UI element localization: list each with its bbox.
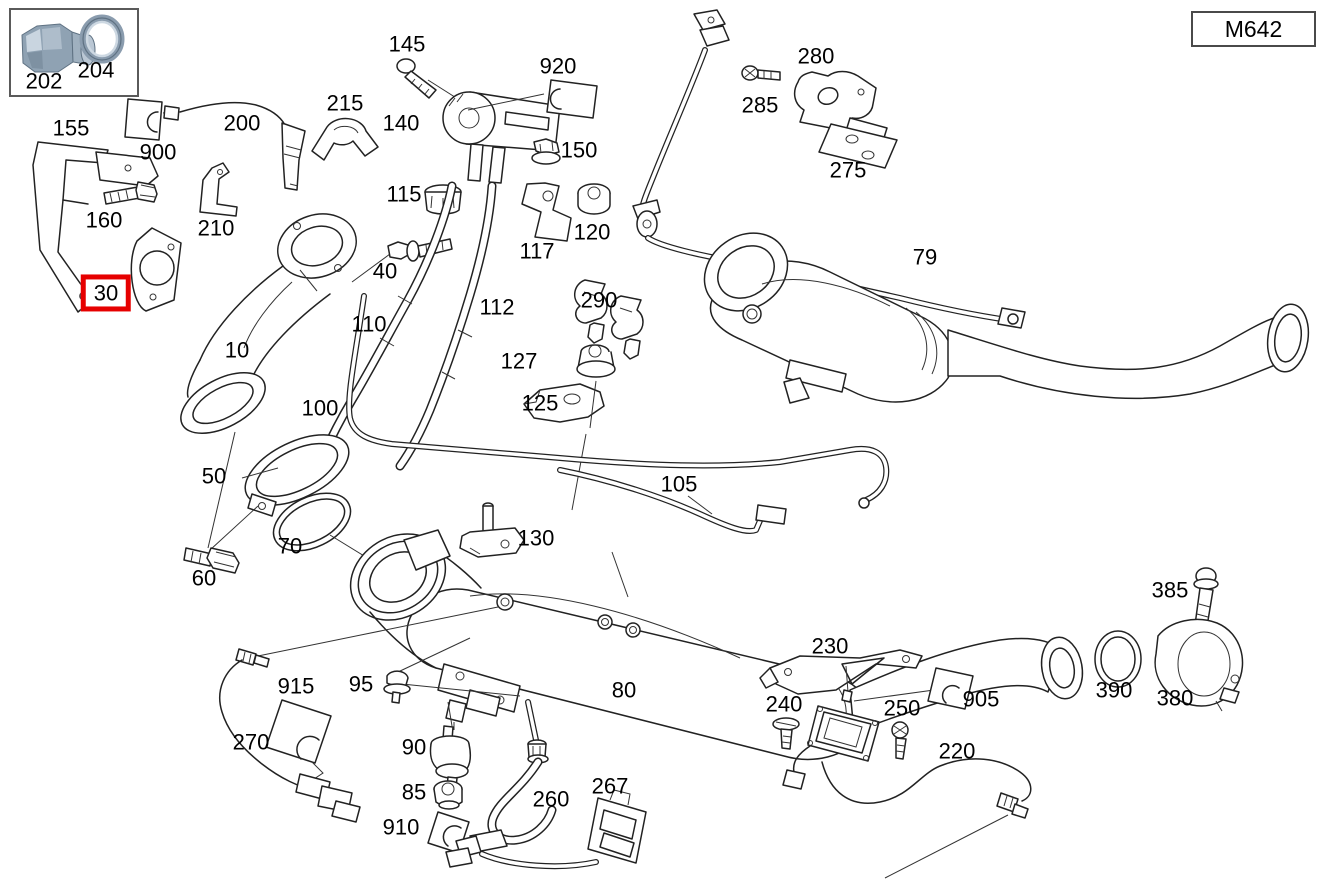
- part-label-900[interactable]: 900: [139, 139, 177, 165]
- clamp-290-drawing: [573, 279, 644, 360]
- hose-260-drawing: [445, 699, 599, 870]
- nox-sensor-220-drawing: [821, 758, 1032, 879]
- mount-95-drawing: [383, 637, 521, 704]
- part-label-280[interactable]: 280: [797, 43, 835, 69]
- clamp-50-drawing: [241, 434, 350, 517]
- part-label-90[interactable]: 90: [401, 734, 427, 760]
- nut-150-drawing: [531, 138, 561, 165]
- screw-250-drawing: [891, 721, 909, 760]
- part-label-100[interactable]: 100: [301, 395, 339, 421]
- part-label-105[interactable]: 105: [660, 471, 698, 497]
- part-label-70[interactable]: 70: [277, 533, 303, 559]
- part-label-95[interactable]: 95: [348, 671, 374, 697]
- nut-85-drawing: [433, 780, 463, 810]
- part-label-202[interactable]: 202: [25, 68, 63, 94]
- downpipe-10-drawing: [180, 213, 357, 435]
- part-label-10[interactable]: 10: [224, 337, 250, 363]
- pressure-sensor-140-drawing: [442, 91, 561, 184]
- bracket-210-drawing: [199, 162, 238, 217]
- bracket-117-drawing: [521, 182, 572, 242]
- part-label-80[interactable]: 80: [611, 677, 637, 703]
- part-label-920[interactable]: 920: [539, 53, 577, 79]
- connector-920-symbol: [467, 79, 598, 119]
- part-label-110[interactable]: 110: [351, 311, 387, 337]
- grommet-127-drawing: [576, 344, 616, 378]
- part-label-910[interactable]: 910: [382, 814, 420, 840]
- part-label-204[interactable]: 204: [77, 57, 115, 83]
- part-label-115[interactable]: 115: [386, 181, 422, 207]
- part-label-230[interactable]: 230: [811, 633, 849, 659]
- plate-275-drawing: [818, 123, 898, 169]
- pipe-79-hanger-drawing: [632, 9, 1026, 329]
- part-label-250[interactable]: 250: [883, 695, 921, 721]
- part-label-130[interactable]: 130: [517, 525, 555, 551]
- part-label-290[interactable]: 290: [580, 287, 618, 313]
- part-label-260[interactable]: 260: [532, 786, 570, 812]
- part-label-127[interactable]: 127: [500, 348, 538, 374]
- part-label-40[interactable]: 40: [372, 258, 398, 284]
- bracket-230-drawing: [759, 649, 923, 703]
- part-label-270[interactable]: 270: [232, 729, 270, 755]
- part-label-125[interactable]: 125: [521, 390, 559, 416]
- part-label-85[interactable]: 85: [401, 779, 427, 805]
- part-label-905[interactable]: 905: [962, 686, 1000, 712]
- bolt-60-drawing: [183, 431, 259, 574]
- sensor-connector-900-symbol: [124, 98, 177, 141]
- part-label-200[interactable]: 200: [223, 110, 261, 136]
- nut-120-drawing: [577, 183, 611, 215]
- connector-905-symbol: [853, 667, 974, 710]
- screw-240-drawing: [772, 717, 800, 750]
- nox-sensor-270-drawing: [218, 606, 499, 823]
- part-label-210[interactable]: 210: [197, 215, 235, 241]
- part-label-30[interactable]: 30: [80, 274, 132, 312]
- bolt-160-drawing: [103, 181, 158, 205]
- hose-110-drawing: [317, 181, 457, 463]
- part-label-60[interactable]: 60: [191, 565, 217, 591]
- hanger-rod-100-drawing: [346, 293, 890, 509]
- ring-390-drawing: [1094, 630, 1142, 688]
- part-label-267[interactable]: 267: [591, 773, 629, 799]
- part-label-112[interactable]: 112: [479, 294, 515, 320]
- seal-ring-204-icon: [79, 14, 125, 64]
- part-label-215[interactable]: 215: [326, 90, 364, 116]
- catalyst-80-drawing: [349, 529, 1084, 761]
- engine-code-box: M642: [1191, 11, 1316, 47]
- part-label-275[interactable]: 275: [829, 157, 867, 183]
- inset-box: [9, 8, 139, 97]
- part-label-390[interactable]: 390: [1095, 677, 1133, 703]
- bracket-125-drawing: [523, 383, 605, 423]
- part-label-915[interactable]: 915: [277, 673, 315, 699]
- oxygen-sensor-200-drawing: [163, 101, 306, 191]
- stud-plate-130-drawing: [459, 502, 525, 558]
- clamp-215-drawing: [311, 117, 379, 161]
- bracket-267-drawing: [587, 789, 647, 864]
- part-label-145[interactable]: 145: [388, 31, 426, 57]
- part-label-150[interactable]: 150: [560, 137, 598, 163]
- inset-parts-art: [21, 14, 125, 73]
- part-label-50[interactable]: 50: [201, 463, 227, 489]
- hanger-rod-105-drawing: [557, 467, 787, 534]
- part-label-380[interactable]: 380: [1156, 685, 1194, 711]
- part-label-79[interactable]: 79: [912, 244, 938, 270]
- part-label-240[interactable]: 240: [765, 691, 803, 717]
- screw-285-drawing: [741, 65, 781, 81]
- part-label-117[interactable]: 117: [519, 238, 555, 264]
- part-label-220[interactable]: 220: [938, 738, 976, 764]
- part-label-120[interactable]: 120: [573, 219, 611, 245]
- rubber-mount-90-drawing: [429, 701, 472, 789]
- part-label-285[interactable]: 285: [741, 92, 779, 118]
- gasket-30-drawing: [130, 227, 182, 312]
- cap-380-drawing: [1154, 618, 1244, 712]
- part-label-140[interactable]: 140: [382, 110, 420, 136]
- catalyst-79-drawing: [703, 232, 1310, 404]
- part-label-155[interactable]: 155: [52, 115, 90, 141]
- gasket-70-drawing: [272, 492, 383, 568]
- part-label-160[interactable]: 160: [85, 207, 123, 233]
- hose-112-drawing: [395, 181, 497, 471]
- part-label-385[interactable]: 385: [1151, 577, 1189, 603]
- engine-code-label: M642: [1224, 15, 1283, 42]
- nox-module-drawing: [782, 705, 880, 790]
